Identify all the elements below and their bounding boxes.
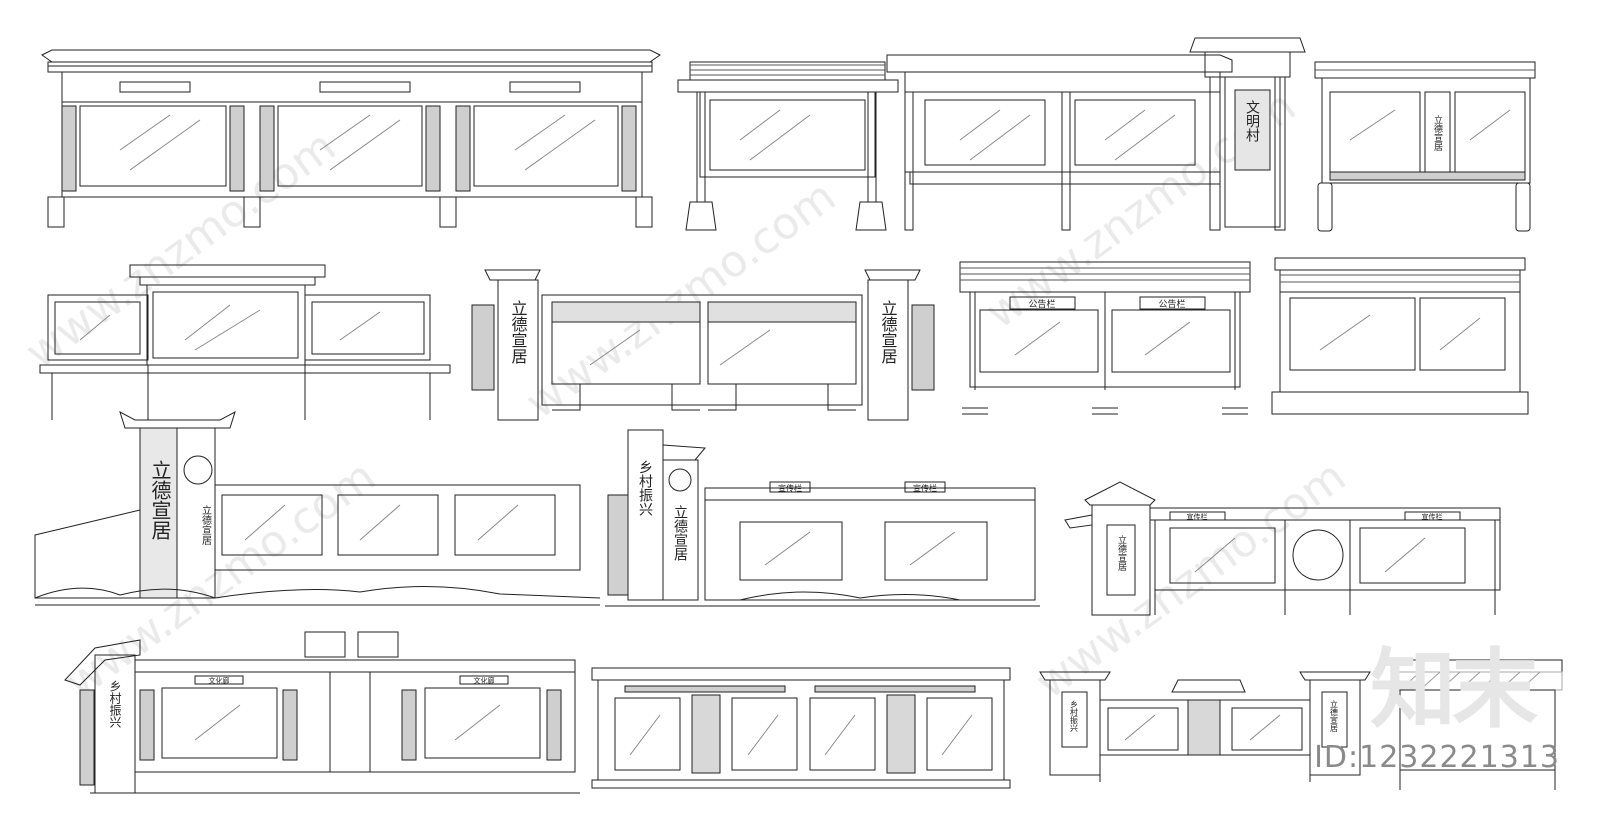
stepped-triple-board bbox=[39, 264, 451, 420]
culture-gallery-board: 乡村振兴 文化廊 文化廊 bbox=[64, 631, 580, 794]
triple-pavilion-board bbox=[41, 49, 661, 228]
tiled-double-board: 立德宣居 bbox=[1314, 61, 1536, 232]
small-gate-board: 乡村振兴 立德宣居 bbox=[1039, 671, 1371, 782]
simple-double-board bbox=[1271, 257, 1529, 415]
lattice-double-board bbox=[591, 667, 1011, 789]
watermark-layer: www.znzmo.com www.znzmo.com www.znzmo.co… bbox=[16, 81, 1354, 709]
propaganda-label: 宣传栏 bbox=[778, 483, 802, 493]
notice-label: 公告栏 bbox=[1028, 298, 1055, 310]
vertical-label-lideyiju: 立德宣居 bbox=[509, 300, 528, 364]
notice-label: 公告栏 bbox=[1158, 298, 1185, 310]
double-board-with-gate: 文明村 bbox=[886, 37, 1306, 231]
image-id-label: ID:1232221313 bbox=[1314, 740, 1560, 775]
round-window-board: 立德宣居 宣传栏 宣传栏 bbox=[1064, 481, 1501, 616]
vertical-label-xiangcunzhenxing: 乡村振兴 bbox=[1070, 700, 1079, 733]
vertical-label-lideyiju: 立德宣居 bbox=[1330, 699, 1339, 733]
single-roof-board bbox=[677, 61, 899, 231]
watermark-site: www.znzmo.com bbox=[1026, 451, 1354, 709]
logo-board bbox=[1391, 659, 1563, 790]
watermark-site: www.znzmo.com bbox=[56, 451, 384, 709]
propaganda-label: 宣传栏 bbox=[913, 483, 937, 493]
vertical-label-lideyiju: 立德宣居 bbox=[200, 504, 212, 546]
culture-label: 文化廊 bbox=[209, 676, 230, 685]
twin-pillar-double-board: 立德宣居 立德宣居 bbox=[471, 269, 935, 421]
propaganda-wall-board: 乡村振兴 立德宣居 宣传栏 宣传栏 bbox=[605, 429, 1040, 607]
watermark-brand: 知末 bbox=[1370, 640, 1538, 740]
vertical-label-xiangcunzhenxing: 乡村振兴 bbox=[108, 680, 122, 728]
propaganda-label: 宣传栏 bbox=[1187, 512, 1208, 521]
propaganda-label: 宣传栏 bbox=[1422, 512, 1443, 521]
landscape-wall-board: 立德宣居 立德宣居 bbox=[34, 410, 601, 606]
vertical-label-xiangcunzhenxing: 乡村振兴 bbox=[637, 460, 653, 516]
culture-label: 文化廊 bbox=[474, 676, 495, 685]
vertical-label-wenmingcun: 文明村 bbox=[1244, 100, 1260, 142]
vertical-label-lideyiju: 立德宣居 bbox=[148, 460, 172, 540]
vertical-label-lideyiju: 立德宣居 bbox=[1116, 534, 1127, 572]
vertical-label-lideyiju: 立德宣居 bbox=[672, 505, 688, 561]
vertical-label-lideyiju: 立德宣居 bbox=[879, 300, 898, 364]
notice-double-board: 公告栏 公告栏 bbox=[959, 261, 1251, 415]
vertical-label-lideyiju: 立德宣居 bbox=[1432, 114, 1443, 152]
watermark-site: www.znzmo.com bbox=[516, 171, 844, 429]
